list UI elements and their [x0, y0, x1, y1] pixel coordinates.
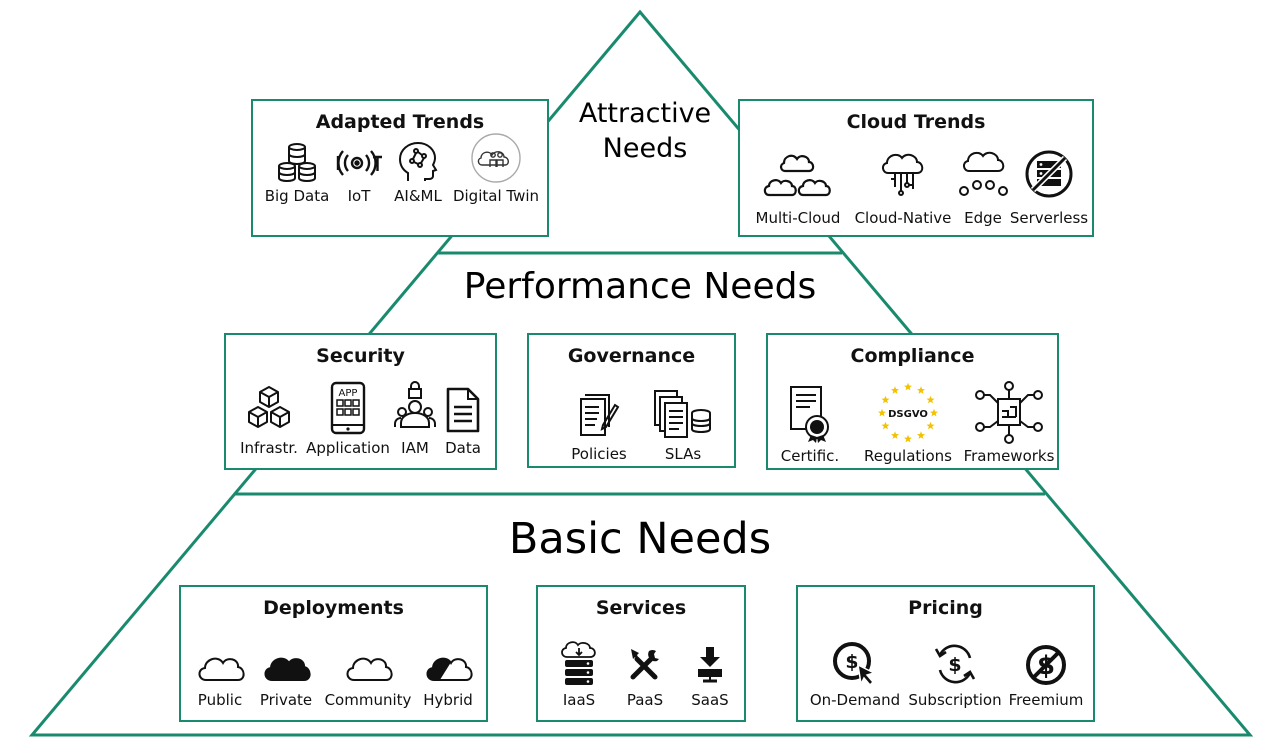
identity-lock-icon [394, 381, 436, 428]
iot-icon [336, 150, 382, 176]
services-box: Services IaaS PaaS [536, 585, 746, 722]
document-icon [446, 387, 480, 433]
cloud-filled-icon [264, 657, 311, 681]
eu-star-icon [904, 434, 912, 443]
eu-star-icon [881, 395, 890, 404]
dollar-click-icon: $ [833, 642, 877, 687]
svg-text:$: $ [845, 651, 858, 673]
pricing-title: Pricing [908, 597, 983, 619]
contract-coins-icon [654, 390, 711, 438]
policy-document-icon [580, 394, 620, 436]
svg-text:DSGVO: DSGVO [888, 409, 928, 420]
governance-box: Governance Policies S [527, 333, 736, 468]
eu-star-icon [930, 408, 938, 417]
cloud-trends-box: Cloud Trends Multi-Cloud Cloud-Native [738, 99, 1094, 237]
cloud-native-icon [882, 153, 924, 196]
cloud-outline-icon [346, 657, 393, 681]
dsgvo-eu-icon: DSGVO [878, 382, 938, 443]
eu-star-icon [926, 421, 935, 430]
svg-text:$: $ [948, 654, 961, 676]
level-performance-needs: Performance Needs [463, 266, 817, 307]
no-dollar-icon: $ [1026, 645, 1066, 685]
hybrid-cloud-icon [426, 657, 473, 681]
deployments-box: Deployments Public Private Community [179, 585, 488, 722]
digital-twin-icon [471, 133, 521, 183]
tools-icon [630, 649, 659, 680]
ai-head-icon [398, 141, 438, 181]
deployments-title: Deployments [263, 597, 404, 619]
server-cloud-icon [561, 641, 596, 685]
eu-star-icon [878, 408, 886, 417]
eu-star-icon [917, 431, 925, 439]
eu-star-icon [917, 386, 925, 394]
level-attractive-needs: Attractive Needs [578, 98, 712, 164]
edge-cloud-icon [959, 151, 1008, 196]
services-title: Services [595, 597, 687, 619]
eu-star-icon [891, 386, 899, 394]
app-tablet-icon: APP [330, 381, 366, 435]
eu-star-icon [891, 431, 899, 439]
eu-star-icon [904, 382, 912, 391]
security-box: Security Infrastr. APP [224, 333, 497, 470]
compliance-title: Compliance [850, 345, 975, 367]
serverless-icon [1025, 150, 1073, 198]
adapted-trends-title: Adapted Trends [315, 111, 485, 133]
database-stack-icon [278, 143, 316, 183]
cubes-icon [248, 386, 290, 428]
level-basic-needs: Basic Needs [508, 514, 772, 564]
eu-star-icon [881, 421, 890, 430]
software-download-icon [698, 647, 722, 683]
compliance-box: Compliance Certific. DSGVO Regulations [766, 333, 1059, 470]
adapted-trends-box: Adapted Trends Big Data IoT [251, 99, 549, 237]
governance-title: Governance [567, 345, 696, 367]
svg-text:APP: APP [339, 388, 358, 399]
pricing-box: Pricing $ On-Demand $ Subscription $ [796, 585, 1095, 722]
eu-star-icon [926, 395, 935, 404]
recurring-dollar-icon: $ [934, 644, 976, 684]
certificate-icon [790, 386, 829, 443]
security-title: Security [316, 345, 405, 367]
cloud-trends-title: Cloud Trends [846, 111, 986, 133]
framework-network-icon [975, 381, 1043, 444]
cloud-outline-icon [198, 657, 245, 681]
multi-cloud-icon [763, 154, 831, 197]
